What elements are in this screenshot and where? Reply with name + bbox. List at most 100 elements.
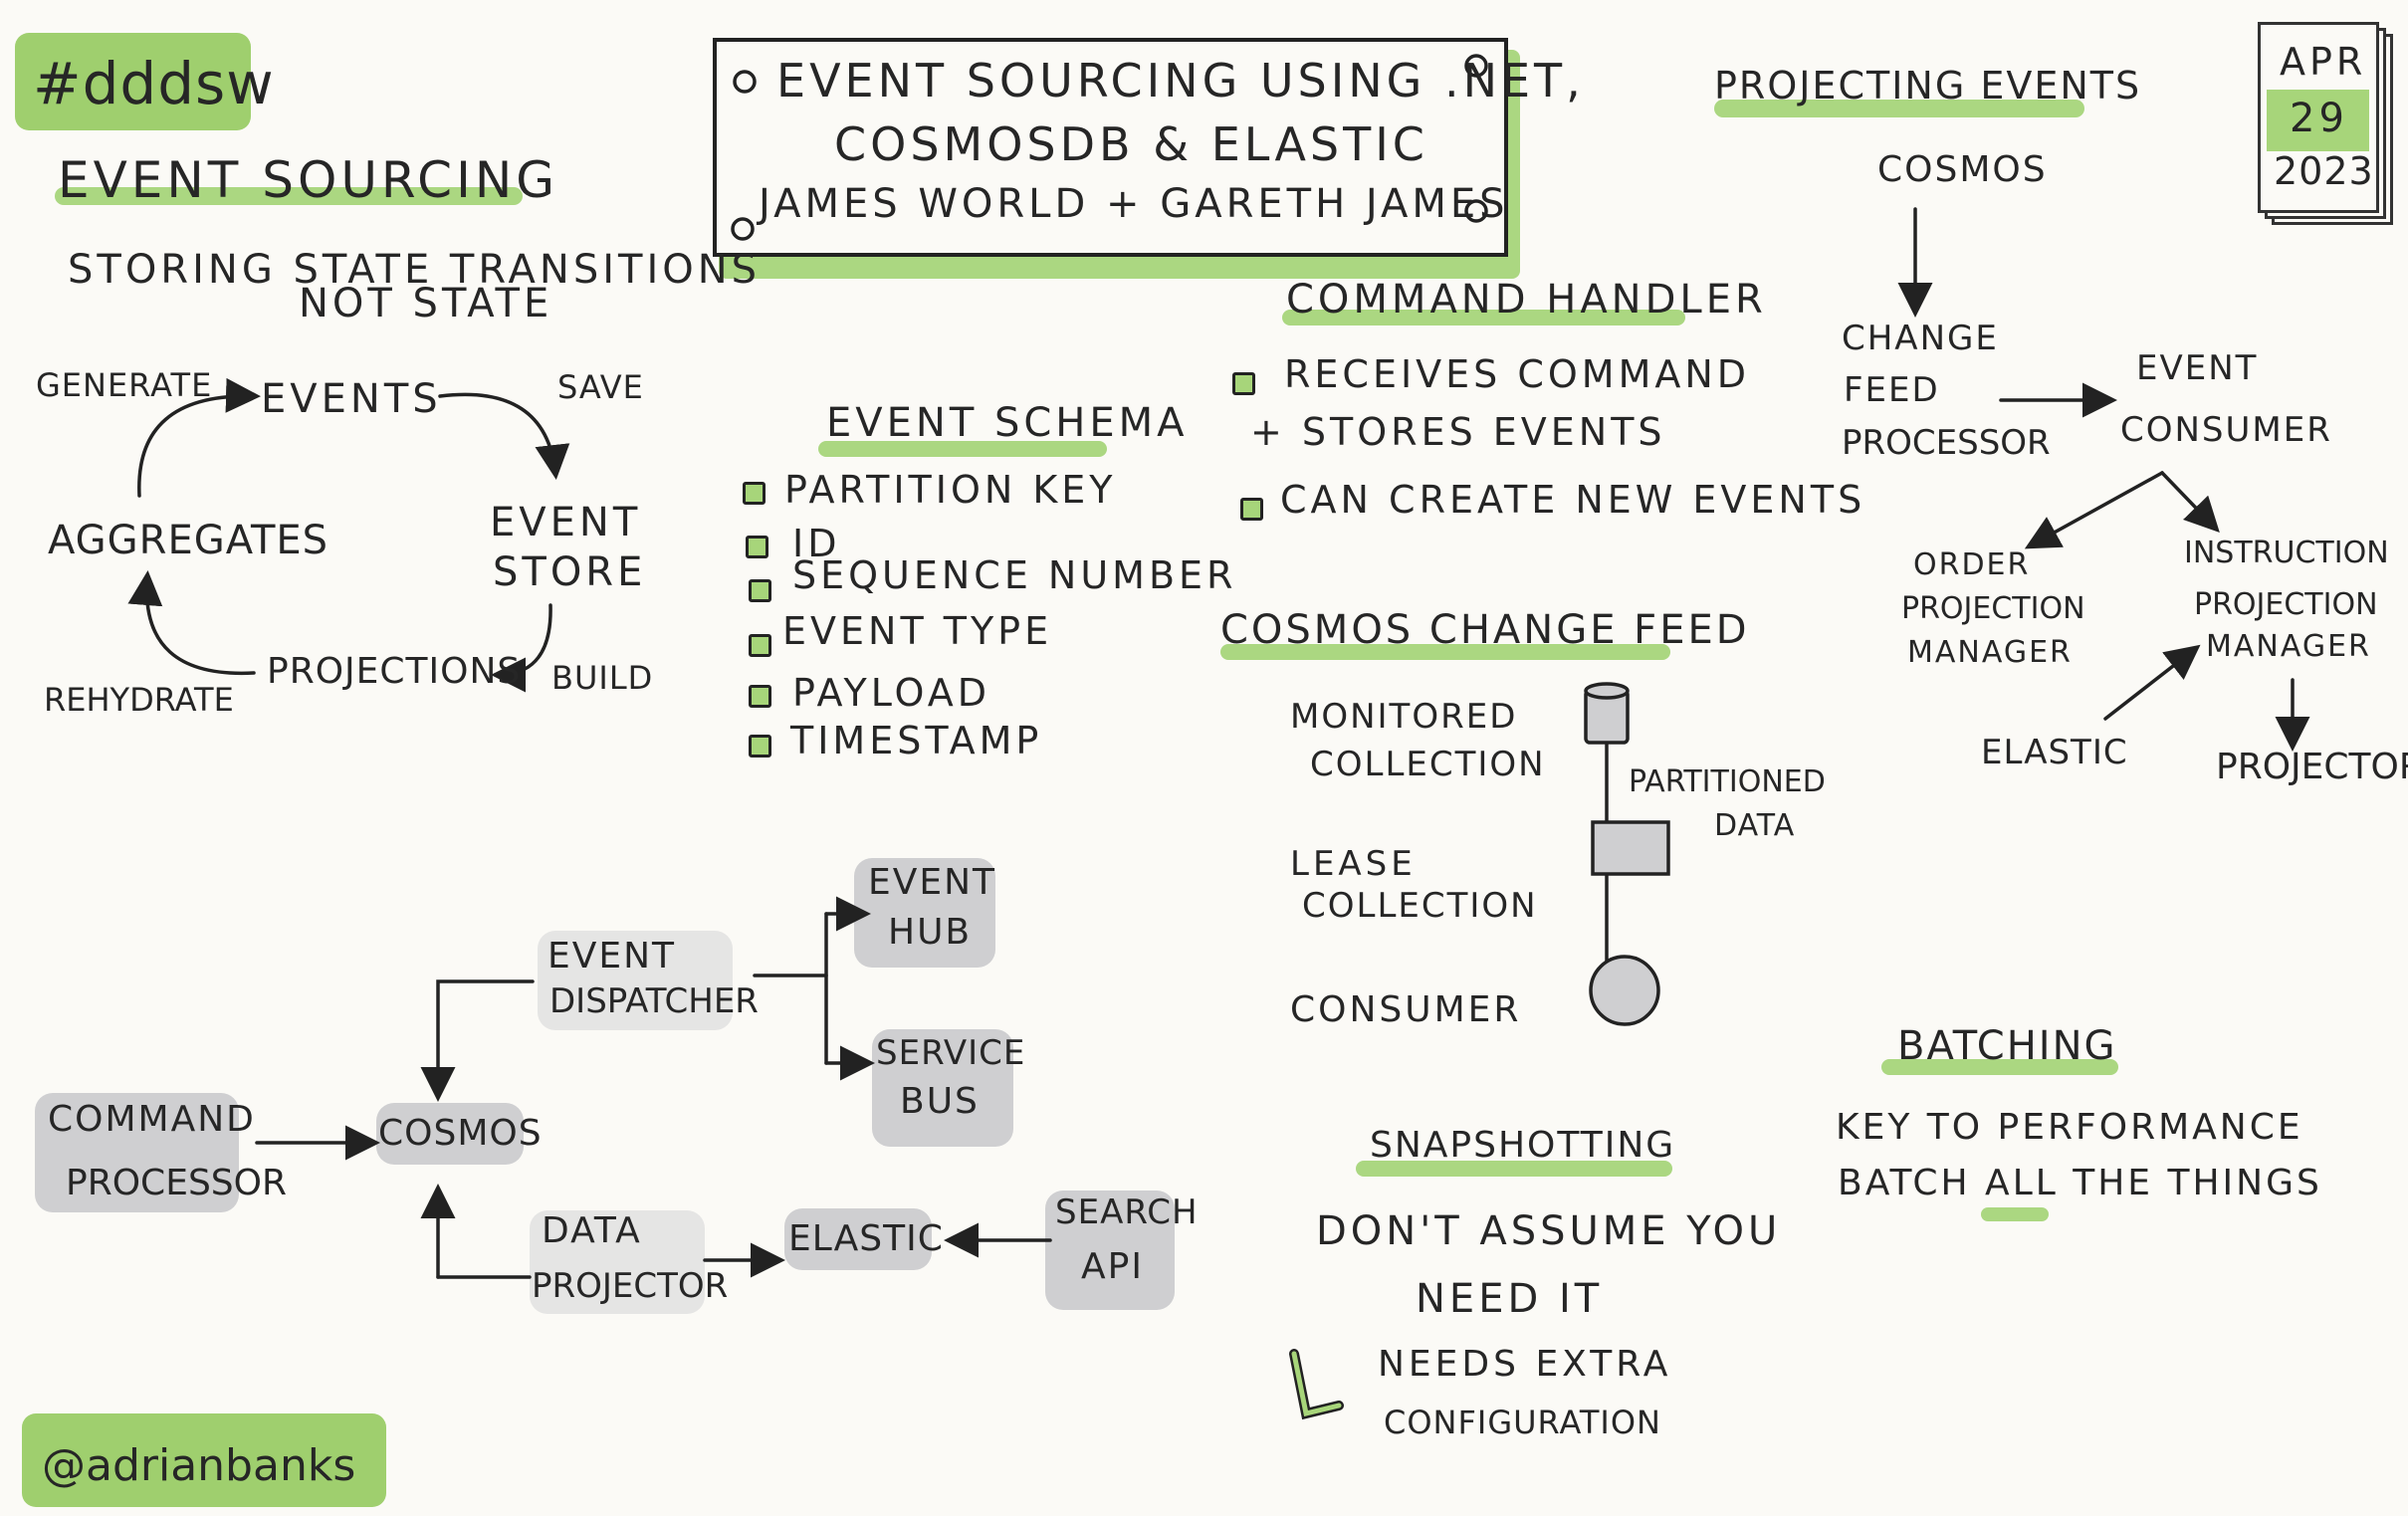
schema-item-1: PARTITION KEY: [784, 468, 1117, 512]
node-events: EVENTS: [261, 376, 442, 422]
batching-line-1: KEY TO PERFORMANCE: [1836, 1107, 2303, 1148]
handler-bullet-1: [1232, 372, 1255, 395]
search-api-label-2: API: [1081, 1246, 1144, 1287]
snapshotting-line-2: NEED IT: [1416, 1276, 1604, 1322]
order-manager-label-3: MANAGER: [1907, 635, 2073, 670]
calendar-day: 29: [2290, 96, 2348, 141]
title-line-2: COSMOSDB & ELASTIC: [834, 117, 1428, 171]
arch-elastic-label: ELASTIC: [788, 1218, 944, 1259]
data-projector-label-1: DATA: [542, 1210, 642, 1251]
data-projector-label-2: PROJECTOR: [532, 1266, 729, 1306]
author-tag-background: [22, 1413, 386, 1507]
elastic-highlight: [784, 1208, 932, 1270]
data-projector-highlight: [530, 1210, 705, 1314]
event-hub-label-1: EVENT: [868, 862, 997, 903]
command-handler-heading: COMMAND HANDLER: [1286, 277, 1767, 323]
schema-item-3: SEQUENCE NUMBER: [792, 553, 1237, 597]
event-hub-label-2: HUB: [888, 912, 973, 953]
projecting-heading: PROJECTING EVENTS: [1714, 64, 2142, 108]
lease-label-1: LEASE: [1290, 844, 1417, 884]
node-event-store-1: EVENT: [490, 500, 642, 545]
schema-bullet-6: [749, 735, 771, 758]
event-dispatcher-label-1: EVENT: [547, 936, 677, 976]
lease-label-2: COLLECTION: [1302, 886, 1538, 926]
label-generate: GENERATE: [36, 366, 213, 404]
all-underline: [1981, 1207, 2049, 1221]
event-schema-underline: [818, 441, 1107, 457]
label-build: BUILD: [551, 659, 654, 697]
snapshotting-line-4: CONFIGURATION: [1384, 1404, 1661, 1441]
schema-item-5: PAYLOAD: [792, 671, 991, 715]
batching-underline: [1881, 1059, 2118, 1075]
calendar-year: 2023: [2274, 149, 2374, 193]
event-consumer-label-2: CONSUMER: [2120, 410, 2332, 450]
cfp-label-1: CHANGE: [1842, 319, 1999, 358]
batching-line-2: BATCH ALL THE THINGS: [1838, 1163, 2322, 1203]
instruction-manager-label-1: INSTRUCTION: [2184, 536, 2389, 570]
hashtag: #dddsw: [33, 50, 275, 117]
hashtag-tag-background: [15, 33, 251, 130]
title-box: [713, 38, 1508, 257]
event-dispatcher-highlight: [538, 931, 733, 1030]
snapshotting-line-1: DON'T ASSUME YOU: [1316, 1208, 1782, 1254]
change-feed-heading: COSMOS CHANGE FEED: [1220, 607, 1750, 653]
event-sourcing-line-2: NOT STATE: [299, 281, 553, 326]
handler-item-1-line-1: RECEIVES COMMAND: [1284, 352, 1751, 396]
command-handler-underline: [1282, 310, 1685, 325]
handler-item-2: CAN CREATE NEW EVENTS: [1280, 478, 1866, 522]
snapshotting-underline: [1356, 1161, 1672, 1177]
node-event-store-2: STORE: [493, 549, 647, 595]
command-processor-label-2: PROCESSOR: [66, 1163, 287, 1203]
schema-bullet-5: [749, 685, 771, 708]
command-processor-highlight: [35, 1093, 239, 1212]
search-api-highlight: [1045, 1191, 1175, 1310]
schema-item-4: EVENT TYPE: [782, 609, 1053, 653]
monitored-label-2: COLLECTION: [1310, 745, 1546, 784]
projector-label: PROJECTOR: [2216, 747, 2408, 787]
title-speakers: JAMES WORLD + GARETH JAMES: [759, 181, 1509, 227]
label-save: SAVE: [557, 368, 644, 406]
event-consumer-label-1: EVENT: [2136, 348, 2259, 388]
author-handle: @adrianbanks: [42, 1440, 356, 1491]
event-sourcing-line-1: STORING STATE TRANSITIONS: [68, 247, 762, 293]
event-sourcing-heading: EVENT SOURCING: [58, 151, 558, 209]
command-processor-label-1: COMMAND: [48, 1099, 256, 1140]
node-projections: PROJECTIONS: [267, 651, 522, 692]
event-schema-heading: EVENT SCHEMA: [826, 400, 1189, 446]
schema-bullet-3: [749, 579, 771, 602]
consumer-label: CONSUMER: [1290, 989, 1522, 1030]
schema-item-6: TIMESTAMP: [790, 719, 1043, 762]
calendar-month: APR: [2280, 40, 2367, 84]
calendar-icon: [2258, 22, 2393, 225]
projecting-cosmos: COSMOS: [1877, 149, 2048, 190]
title-line-1: EVENT SOURCING USING .NET,: [776, 54, 1585, 108]
schema-bullet-1: [743, 482, 766, 505]
order-manager-label-2: PROJECTION: [1901, 591, 2085, 626]
node-aggregates: AGGREGATES: [48, 518, 329, 563]
batching-heading: BATCHING: [1897, 1023, 2117, 1069]
label-rehydrate: REHYDRATE: [44, 681, 234, 719]
projecting-underline: [1714, 100, 2084, 117]
service-bus-label-1: SERVICE: [876, 1033, 1026, 1073]
event-hub-highlight: [854, 858, 995, 968]
handler-item-1-line-2: + STORES EVENTS: [1250, 410, 1666, 454]
event-sourcing-underline: [55, 187, 523, 205]
handler-bullet-2: [1240, 498, 1263, 521]
schema-item-2: ID: [792, 522, 841, 565]
instruction-manager-label-3: MANAGER: [2206, 629, 2371, 664]
cfp-label-2: FEED: [1844, 370, 1940, 410]
schema-bullet-4: [749, 634, 771, 657]
arch-cosmos-label: COSMOS: [378, 1113, 543, 1154]
service-bus-highlight: [872, 1029, 1013, 1147]
service-bus-label-2: BUS: [900, 1081, 980, 1122]
search-api-label-1: SEARCH: [1055, 1192, 1199, 1232]
partitioned-label-1: PARTITIONED: [1629, 764, 1826, 799]
schema-bullet-2: [746, 536, 768, 558]
monitored-label-1: MONITORED: [1290, 697, 1518, 737]
snapshotting-line-3: NEEDS EXTRA: [1378, 1344, 1672, 1385]
change-feed-underline: [1220, 644, 1670, 660]
partitioned-label-2: DATA: [1714, 808, 1796, 843]
cosmos-highlight: [376, 1103, 524, 1165]
cfp-label-3: PROCESSOR: [1842, 423, 2051, 463]
